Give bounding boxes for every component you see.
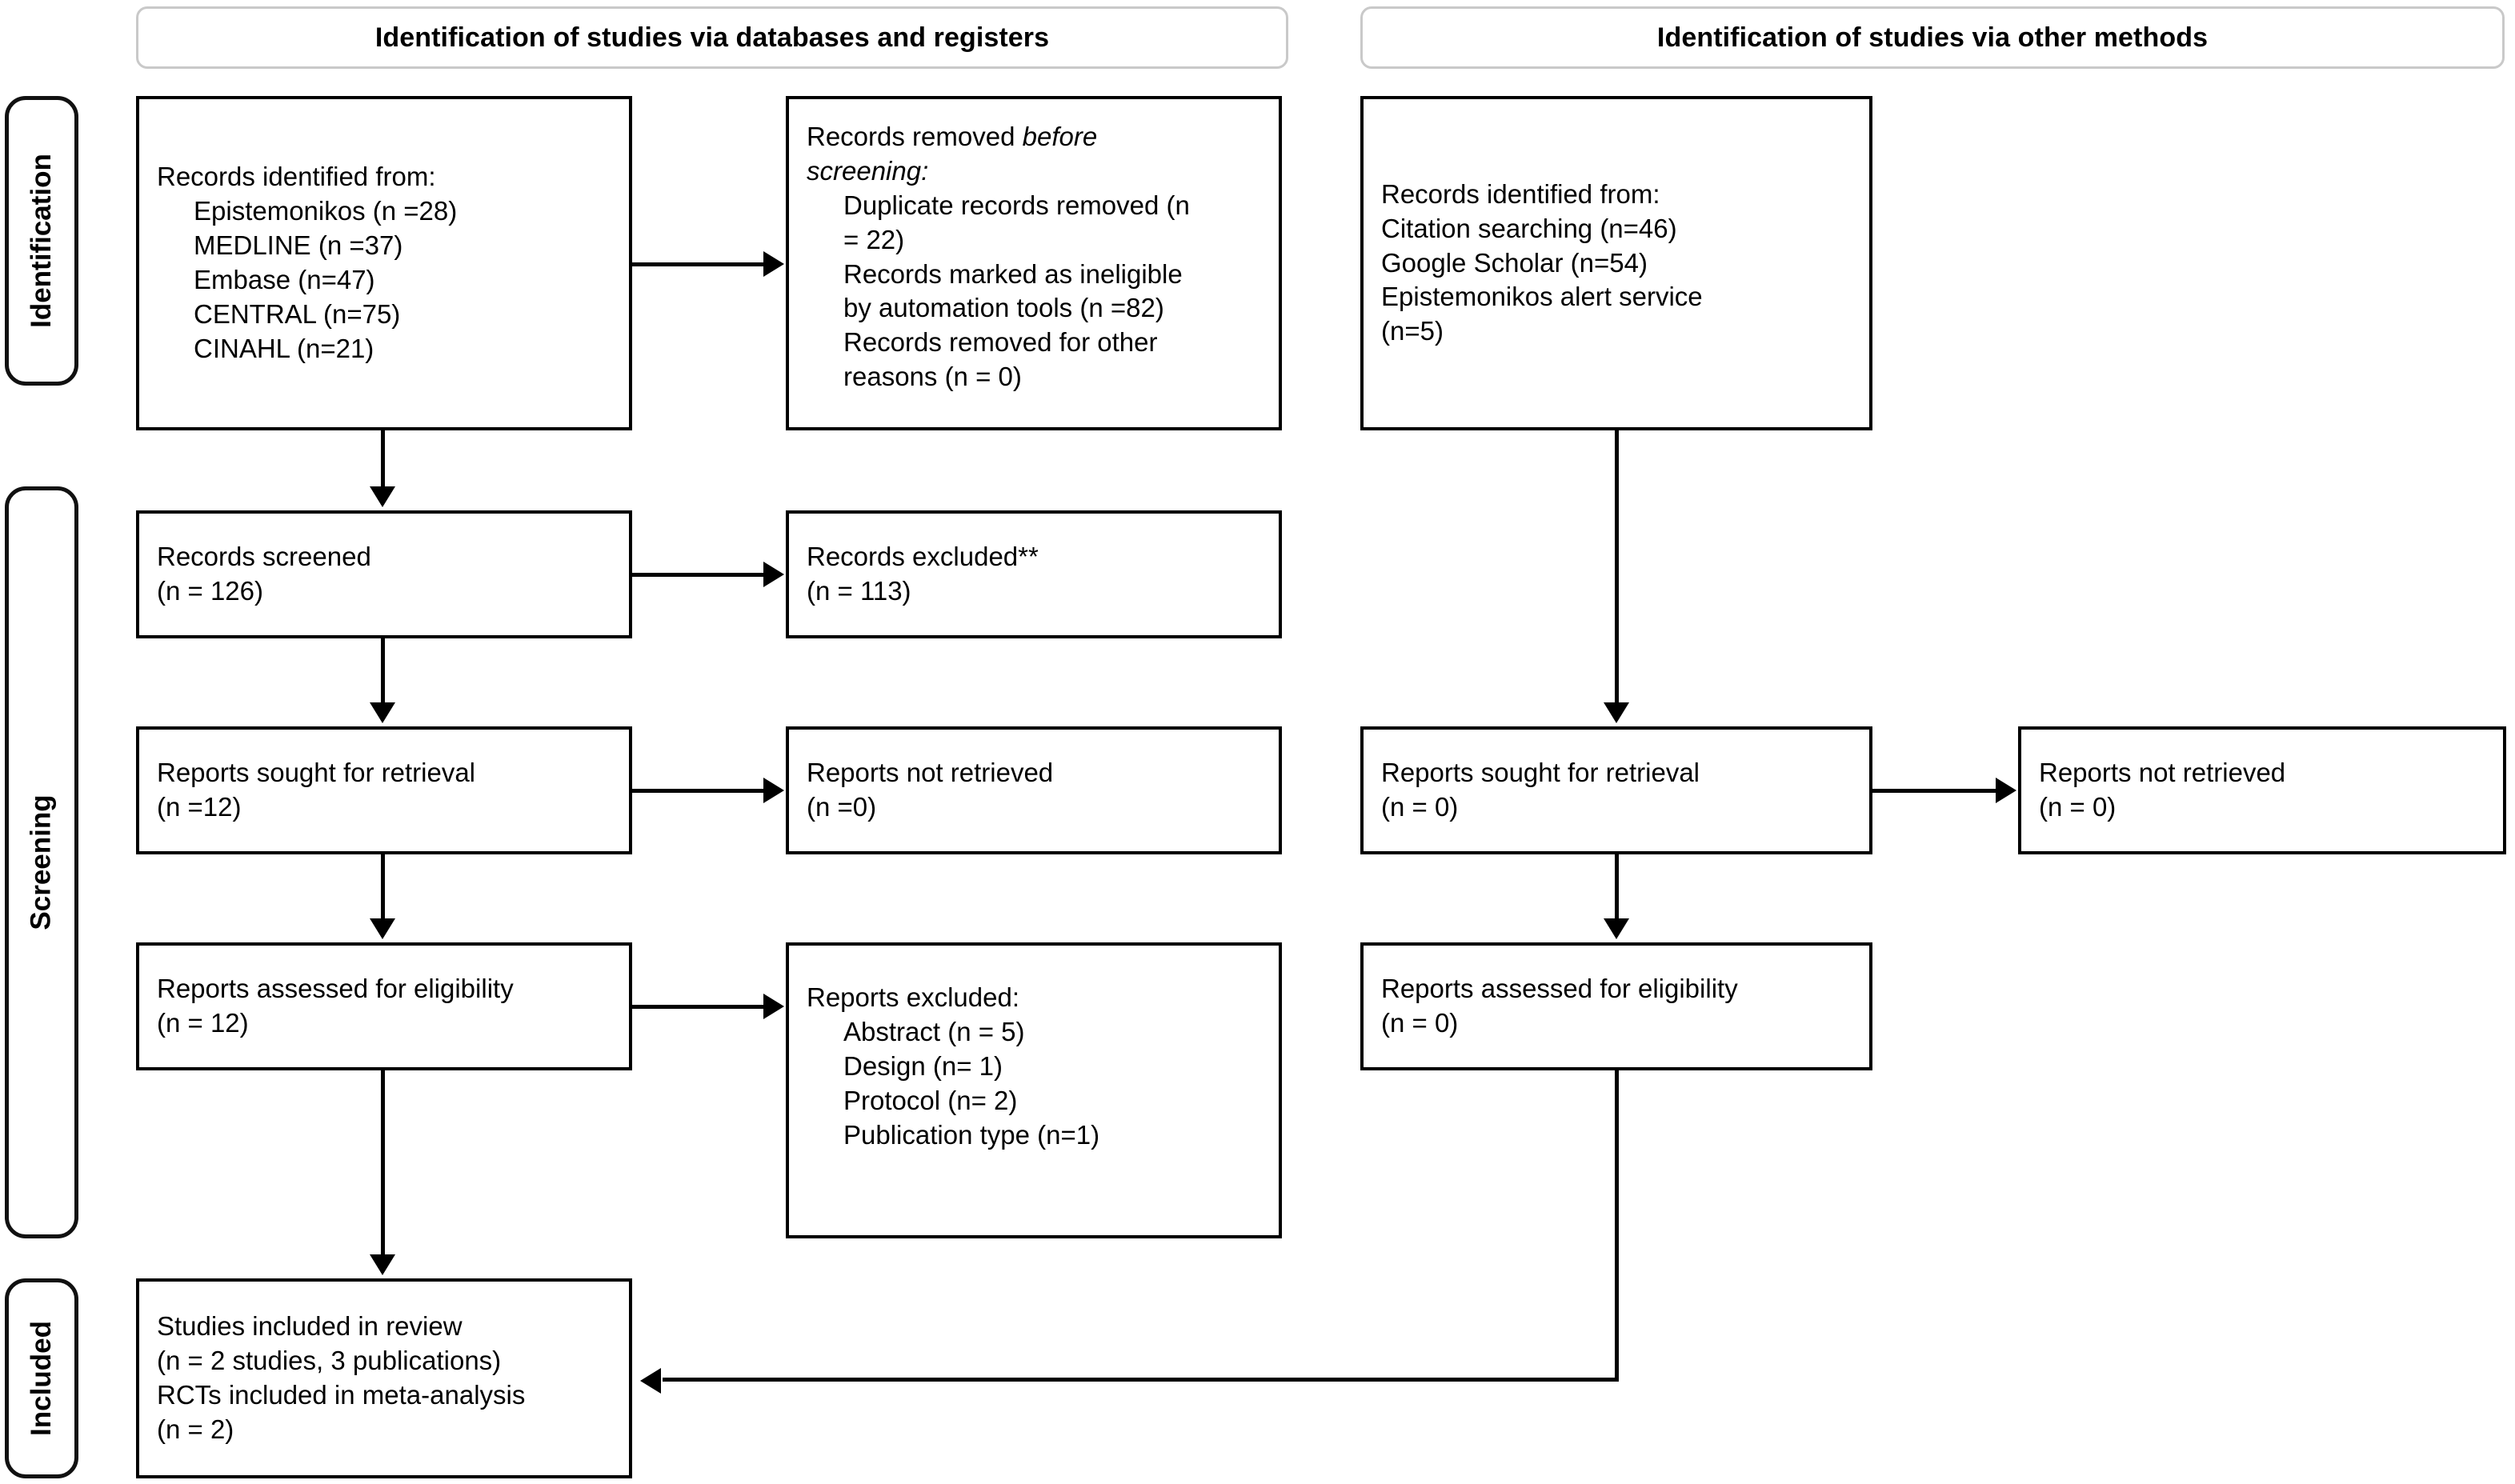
header-other-methods: Identification of studies via other meth… [1360, 6, 2505, 69]
box-records-screened: Records screened (n = 126) [136, 510, 632, 638]
box-line: Google Scholar (n=54) [1381, 247, 1648, 278]
box-line: CINAHL (n=21) [194, 333, 374, 363]
connector-sought-other-to-assessed-other [1615, 854, 1619, 920]
box-line: (n = 0) [1381, 1008, 1459, 1038]
box-line: (n = 126) [157, 576, 263, 606]
box-line: CENTRAL (n=75) [194, 298, 401, 329]
box-reports-assessed-databases: Reports assessed for eligibility (n = 12… [136, 942, 632, 1070]
arrowhead-screened-to-excluded [763, 562, 784, 587]
box-line: Records excluded** [807, 542, 1039, 572]
box-reports-sought-other: Reports sought for retrieval (n = 0) [1360, 726, 1872, 854]
box-line: (n=5) [1381, 316, 1444, 346]
stage-rail-identification: Identification [5, 96, 78, 386]
arrowhead-assessed-to-included [370, 1254, 395, 1275]
arrowhead-sought-to-assessed-db [370, 918, 395, 939]
box-line: Reports not retrieved [807, 758, 1054, 788]
stage-rail-screening: Screening [5, 486, 78, 1238]
box-line: (n =12) [157, 792, 242, 822]
connector-other-to-included-vertical [1615, 1070, 1619, 1381]
box-records-identified-other-methods: Records identified from: Citation search… [1360, 96, 1872, 430]
arrowhead-sought-to-not-retrieved-db [763, 778, 784, 803]
arrowhead-screened-to-sought [370, 702, 395, 723]
header-other-methods-label: Identification of studies via other meth… [1656, 22, 2209, 53]
box-line: = 22) [843, 224, 905, 254]
arrowhead-identified-other-to-sought-other [1604, 702, 1629, 723]
box-line: Records removed for other [843, 327, 1158, 358]
connector-assessed-to-included [381, 1070, 385, 1256]
box-line: Abstract (n = 5) [843, 1016, 1025, 1046]
box-line: Publication type (n=1) [843, 1119, 1100, 1150]
box-line: Records identified from: [1381, 178, 1660, 209]
box-line-removed-heading-1: Records removed before [807, 122, 1098, 151]
box-line: Reports excluded: [807, 982, 1019, 1012]
connector-screened-to-sought [381, 638, 385, 704]
box-line: Reports assessed for eligibility [1381, 974, 1738, 1004]
box-reports-assessed-other: Reports assessed for eligibility (n = 0) [1360, 942, 1872, 1070]
arrowhead-identified-to-removed [763, 251, 784, 277]
box-line: (n = 113) [807, 576, 911, 606]
stage-label-identification: Identification [26, 154, 57, 328]
box-line: (n = 0) [2039, 792, 2117, 822]
arrowhead-identified-to-screened [370, 486, 395, 507]
arrowhead-sought-other-to-not-retrieved-other [1996, 778, 2016, 803]
box-line: Embase (n=47) [194, 265, 375, 294]
box-reports-excluded: Reports excluded: Abstract (n = 5) Desig… [786, 942, 1282, 1238]
connector-identified-other-to-sought-other [1615, 430, 1619, 704]
box-line: Reports assessed for eligibility [157, 974, 514, 1004]
connector-sought-to-not-retrieved-db [631, 789, 765, 793]
box-reports-not-retrieved-other: Reports not retrieved (n = 0) [2018, 726, 2506, 854]
box-line: Epistemonikos alert service [1381, 282, 1703, 312]
box-line: MEDLINE (n =37) [194, 230, 403, 261]
box-line: (n =0) [807, 792, 877, 822]
box-line: Design (n= 1) [843, 1050, 1003, 1081]
box-line: Epistemonikos (n =28) [194, 196, 458, 226]
connector-sought-other-to-not-retrieved-other [1871, 789, 1997, 793]
arrowhead-assessed-to-excluded [763, 994, 784, 1019]
box-line: Protocol (n= 2) [843, 1085, 1018, 1115]
box-line: (n = 12) [157, 1008, 249, 1038]
connector-identified-to-screened [381, 430, 385, 488]
box-line: Reports sought for retrieval [157, 758, 476, 788]
stage-label-screening: Screening [26, 794, 58, 930]
box-line: Studies included in review [157, 1311, 463, 1342]
box-line: (n = 2 studies, 3 publications) [157, 1346, 502, 1376]
box-line: Reports not retrieved [2039, 758, 2286, 788]
box-records-excluded: Records excluded** (n = 113) [786, 510, 1282, 638]
box-line: reasons (n = 0) [843, 362, 1022, 392]
connector-screened-to-excluded [631, 573, 765, 577]
connector-identified-to-removed [631, 262, 765, 266]
box-line: Citation searching (n=46) [1381, 213, 1677, 243]
arrowhead-sought-other-to-assessed-other [1604, 918, 1629, 939]
box-reports-not-retrieved-databases: Reports not retrieved (n =0) [786, 726, 1282, 854]
connector-other-to-included-horizontal [663, 1378, 1619, 1382]
box-reports-sought-databases: Reports sought for retrieval (n =12) [136, 726, 632, 854]
connector-sought-to-assessed-db [381, 854, 385, 920]
box-line: Reports sought for retrieval [1381, 758, 1700, 788]
box-studies-included: Studies included in review (n = 2 studie… [136, 1278, 632, 1478]
box-line: RCTs included in meta-analysis [157, 1380, 526, 1410]
box-line: Duplicate records removed (n [843, 190, 1190, 220]
arrowhead-other-to-included [640, 1368, 661, 1394]
box-line: (n = 2) [157, 1414, 234, 1444]
header-databases-label: Identification of studies via databases … [374, 22, 1050, 53]
box-line: Records marked as ineligible [843, 258, 1183, 289]
connector-assessed-to-excluded [631, 1005, 765, 1009]
box-line-removed-heading-2: screening: [807, 155, 929, 186]
box-line: by automation tools (n =82) [843, 293, 1164, 323]
stage-label-included: Included [26, 1321, 57, 1436]
box-line: (n = 0) [1381, 792, 1459, 822]
box-line: Records identified from: [157, 162, 436, 192]
box-line: Records screened [157, 542, 371, 572]
header-databases-registers: Identification of studies via databases … [136, 6, 1288, 69]
box-records-removed-before-screening: Records removed before screening: Duplic… [786, 96, 1282, 430]
stage-rail-included: Included [5, 1278, 78, 1478]
box-records-identified-databases: Records identified from: Epistemonikos (… [136, 96, 632, 430]
